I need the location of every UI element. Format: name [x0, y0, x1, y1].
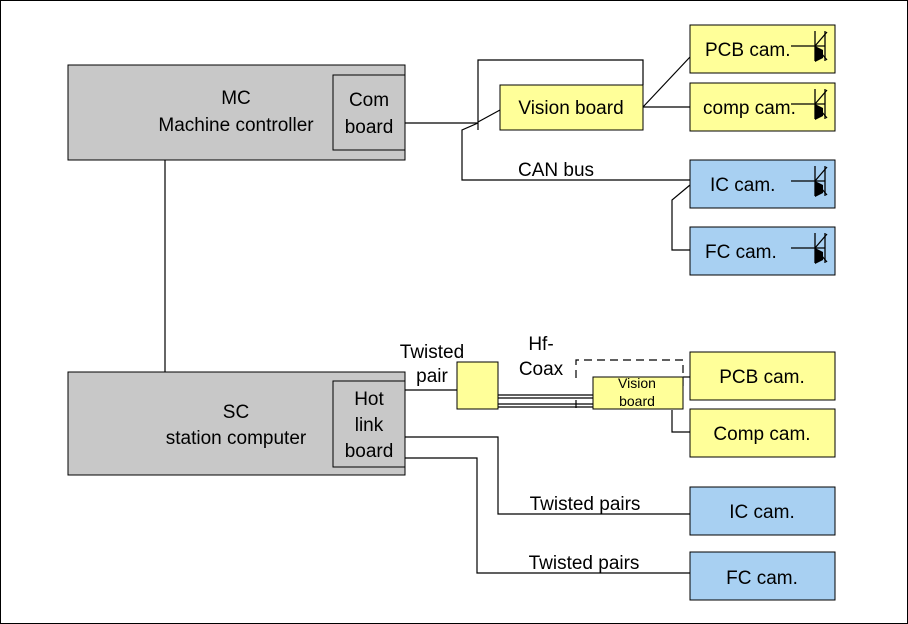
hotlink-line3: board — [345, 441, 394, 462]
com-board-box — [333, 75, 405, 150]
can-bus-label: CAN bus — [518, 160, 594, 181]
vision-board-bottom-line1: Vision — [618, 375, 656, 391]
pcb-cam-link — [643, 57, 690, 107]
bottom-pcb-cam: PCB cam. — [690, 352, 835, 400]
vision-board-feed — [478, 110, 500, 122]
top-ic-cam-label: IC cam. — [710, 175, 775, 196]
vision-board-bottom-line2: board — [619, 393, 655, 409]
bottom-pcb-cam-label: PCB cam. — [719, 367, 805, 388]
sc-title: SC — [223, 402, 249, 423]
vision-board-top-label: Vision board — [518, 98, 623, 119]
comp-cam-bottom-link — [672, 410, 690, 432]
top-comp-cam-label: comp cam. — [703, 98, 796, 119]
bottom-comp-cam: Comp cam. — [690, 409, 835, 457]
hf-coax-label-2: Coax — [519, 359, 564, 380]
com-board-line2: board — [345, 117, 394, 138]
com-board-line1: Com — [349, 90, 389, 111]
bottom-comp-cam-label: Comp cam. — [713, 424, 810, 445]
twisted-pair-label-2: pair — [416, 366, 448, 387]
hotlink-line1: Hot — [354, 389, 384, 410]
mc-subtitle: Machine controller — [158, 115, 314, 136]
bottom-fc-cam-label: FC cam. — [726, 568, 798, 589]
twisted-pair-label-1: Twisted — [400, 342, 464, 363]
twisted-pairs-ic-label: Twisted pairs — [530, 494, 641, 515]
bottom-ic-cam: IC cam. — [690, 487, 835, 535]
top-fc-cam-label: FC cam. — [705, 242, 777, 263]
hf-coax-label-1: Hf- — [528, 334, 553, 355]
top-pcb-cam: PCB cam. — [690, 25, 835, 73]
sc-subtitle: station computer — [166, 428, 307, 449]
bottom-ic-cam-label: IC cam. — [729, 502, 794, 523]
twisted-pair-converter-box — [457, 362, 498, 409]
twisted-pairs-fc-label: Twisted pairs — [529, 553, 640, 574]
top-ic-cam: IC cam. — [690, 160, 835, 208]
fc-cam-link — [672, 185, 690, 250]
bottom-fc-cam: FC cam. — [690, 552, 835, 600]
top-fc-cam: FC cam. — [690, 227, 835, 275]
top-comp-cam: comp cam. — [690, 83, 835, 131]
top-pcb-cam-label: PCB cam. — [705, 40, 791, 61]
mc-title: MC — [221, 88, 251, 109]
hotlink-line2: link — [355, 415, 384, 436]
